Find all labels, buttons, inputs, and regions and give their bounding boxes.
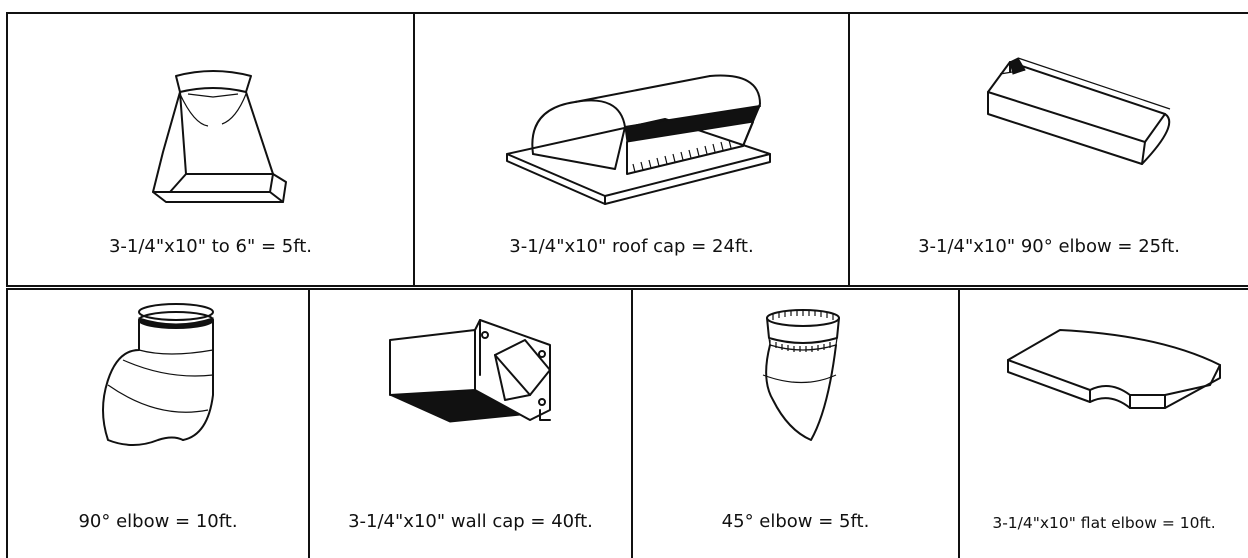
flat-elbow-icon (1007, 329, 1221, 409)
round-90-elbow-icon (102, 303, 214, 446)
fitting-label: 45° elbow = 5ft. (721, 511, 870, 532)
transition-icon (152, 70, 287, 203)
rect-90-elbow-icon (987, 57, 1171, 165)
fitting-cell-round-45-elbow: 45° elbow = 5ft. (631, 288, 958, 558)
fitting-cell-roof-cap: 3-1/4"x10" roof cap = 24ft. (413, 12, 848, 287)
fitting-cell-rect-90-elbow: 3-1/4"x10" 90° elbow = 25ft. (848, 12, 1248, 287)
fitting-label: 90° elbow = 10ft. (78, 511, 238, 532)
fitting-label: 3-1/4"x10" 90° elbow = 25ft. (918, 236, 1180, 257)
fitting-cell-transition: 3-1/4"x10" to 6" = 5ft. (6, 12, 413, 287)
fitting-label: 3-1/4"x10" to 6" = 5ft. (108, 236, 313, 257)
fitting-cell-wall-cap: 3-1/4"x10" wall cap = 40ft. (308, 288, 631, 558)
fitting-cell-round-90-elbow: 90° elbow = 10ft. (6, 288, 308, 558)
fittings-row-bottom: 90° elbow = 10ft. 3-1/4"x10" wall cap = … (6, 288, 1248, 558)
round-45-elbow-icon (762, 309, 840, 441)
fitting-label: 3-1/4"x10" roof cap = 24ft. (509, 236, 754, 257)
fitting-label: 3-1/4"x10" flat elbow = 10ft. (992, 514, 1216, 532)
roof-cap-icon (506, 74, 771, 205)
fitting-cell-flat-elbow: 3-1/4"x10" flat elbow = 10ft. (958, 288, 1248, 558)
wall-cap-icon (389, 319, 551, 423)
fittings-row-top: 3-1/4"x10" to 6" = 5ft. 3-1/4"x10" roof … (6, 12, 1248, 287)
fitting-label: 3-1/4"x10" wall cap = 40ft. (348, 511, 593, 532)
